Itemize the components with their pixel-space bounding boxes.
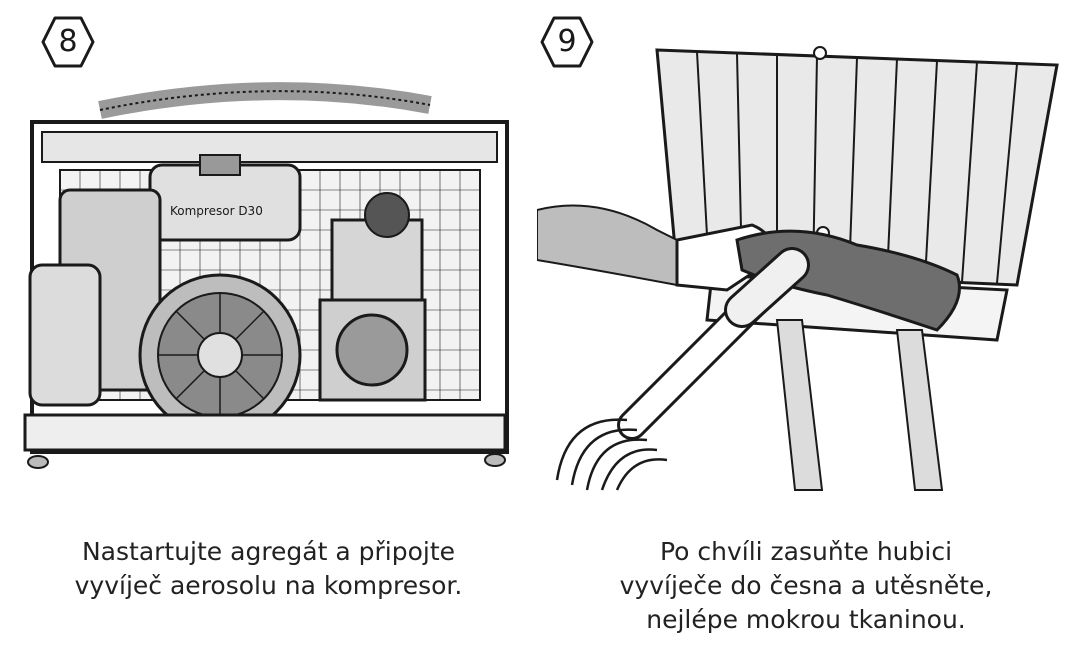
generator-compressor-illustration: Kompresor D30 <box>23 82 509 469</box>
step-number-badge: 9 <box>539 14 595 70</box>
caption-line: Po chvíli zasuňte hubici <box>659 537 953 566</box>
caption-line: vyvíječe do česna a utěsněte, <box>619 571 993 600</box>
step-8-caption: Nastartujte agregát a připojte vyvíječ a… <box>0 535 537 603</box>
step-number: 9 <box>557 24 577 59</box>
beehive-sealing-illustration <box>537 46 1059 491</box>
step-9-caption: Po chvíli zasuňte hubici vyvíječe do čes… <box>537 535 1075 637</box>
step-number-badge: 8 <box>40 14 96 70</box>
caption-line: Nastartujte agregát a připojte <box>81 537 456 566</box>
caption-line: nejlépe mokrou tkaninou. <box>646 605 966 634</box>
caption-line: vyvíječ aerosolu na kompresor. <box>74 571 463 600</box>
step-number: 8 <box>58 24 78 59</box>
hexagon-icon <box>41 16 95 68</box>
engine-label: Kompresor D30 <box>170 204 263 218</box>
hexagon-icon <box>540 16 594 68</box>
step-9-panel: 9 Po c <box>537 0 1075 656</box>
step-8-panel: 8 Kompresor D30 <box>0 0 537 656</box>
